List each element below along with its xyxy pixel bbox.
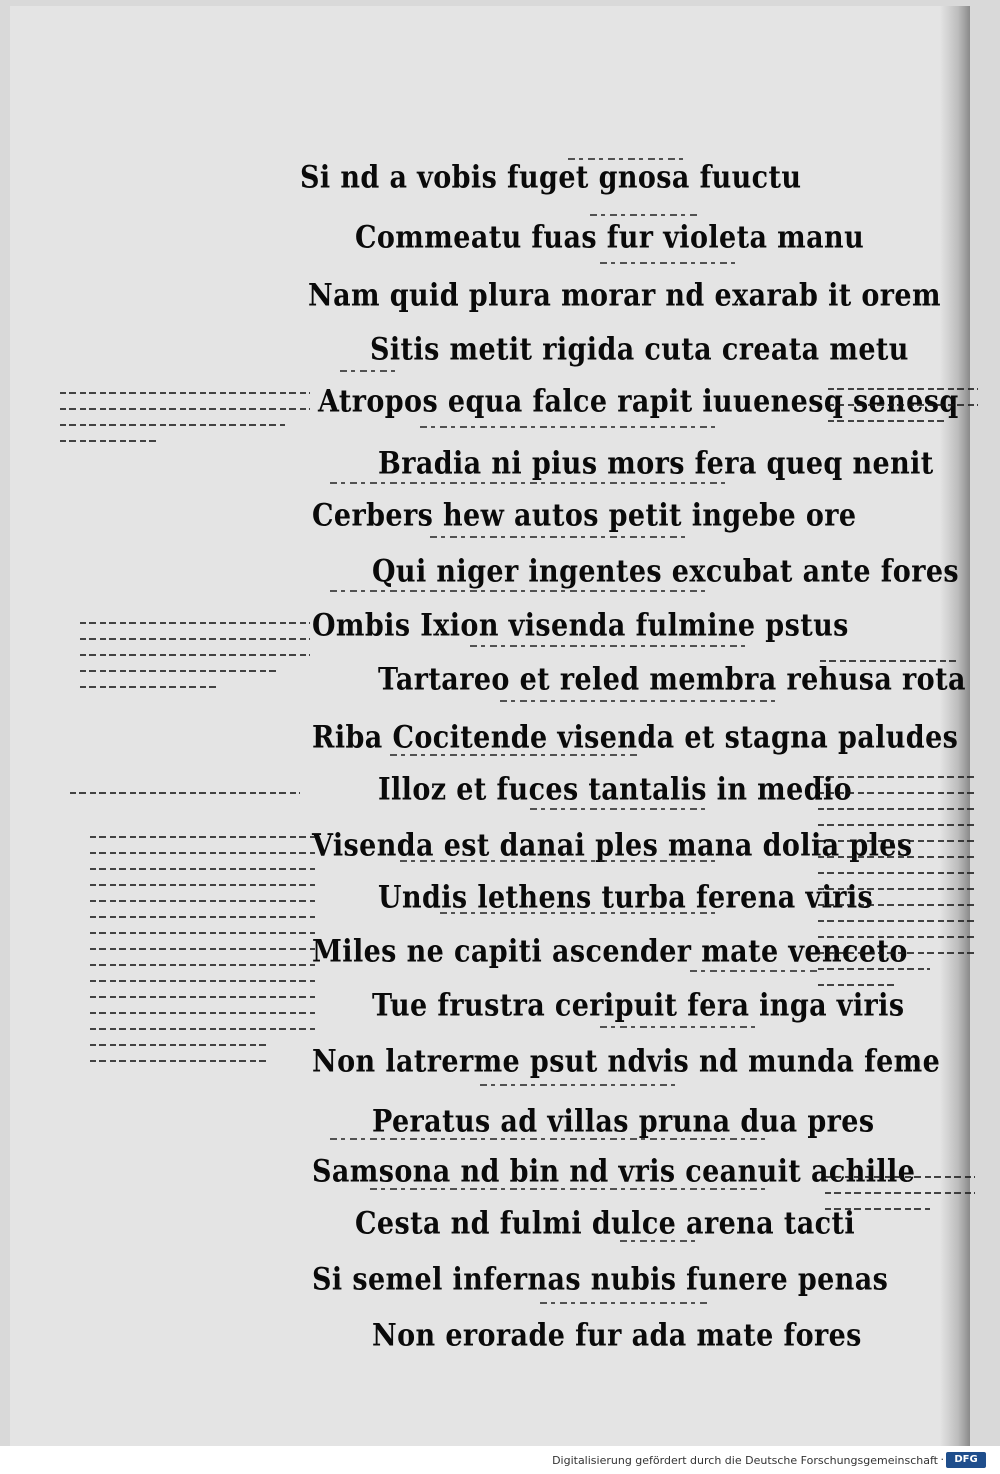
verse-line: Visenda est danai ples mana dolia ples bbox=[312, 828, 913, 864]
margin-note bbox=[80, 622, 310, 702]
interlinear-gloss bbox=[430, 536, 690, 538]
interlinear-gloss bbox=[530, 808, 710, 810]
interlinear-gloss bbox=[540, 1302, 710, 1304]
interlinear-gloss bbox=[420, 426, 720, 428]
interlinear-gloss bbox=[330, 482, 730, 484]
interlinear-gloss bbox=[330, 1138, 770, 1140]
verse-line: Nam quid plura morar nd exarab it orem bbox=[308, 278, 941, 314]
verse-line: Bradia ni pius mors fera queq nenit bbox=[378, 446, 934, 482]
verse-line: Ombis Ixion visenda fulmine pstus bbox=[312, 608, 849, 644]
margin-note bbox=[818, 776, 978, 1000]
page-gutter-shadow bbox=[940, 6, 970, 1446]
interlinear-gloss bbox=[470, 645, 750, 647]
margin-note bbox=[825, 1176, 975, 1224]
verse-line: Si nd a vobis fuget gnosa fuuctu bbox=[300, 160, 802, 196]
footer-separator: · bbox=[940, 1453, 945, 1466]
manuscript-page bbox=[10, 6, 970, 1446]
verse-line: Sitis metit rigida cuta creata metu bbox=[370, 332, 909, 368]
dfg-logo-icon[interactable]: DFG bbox=[946, 1452, 986, 1468]
funding-notice: Digitalisierung gefördert durch die Deut… bbox=[552, 1454, 938, 1467]
verse-line: Non erorade fur ada mate fores bbox=[372, 1318, 862, 1354]
verse-line: Cesta nd fulmi dulce arena tacti bbox=[355, 1206, 856, 1242]
interlinear-gloss bbox=[440, 912, 720, 914]
verse-line: Riba Cocitende visenda et stagna paludes bbox=[312, 720, 959, 756]
margin-note bbox=[60, 392, 310, 456]
interlinear-gloss bbox=[600, 262, 740, 264]
verse-line: Qui niger ingentes excubat ante fores bbox=[372, 554, 959, 590]
interlinear-gloss bbox=[370, 1188, 770, 1190]
verse-line: Non latrerme psut ndvis nd munda feme bbox=[312, 1044, 941, 1080]
verse-line: Miles ne capiti ascender mate venceto bbox=[312, 934, 908, 970]
interlinear-gloss bbox=[568, 158, 688, 160]
margin-note bbox=[70, 792, 300, 808]
interlinear-gloss bbox=[600, 1026, 760, 1028]
verse-line: Samsona nd bin nd vris ceanuit achille bbox=[312, 1154, 916, 1190]
verse-line: Illoz et fuces tantalis in medio bbox=[378, 772, 853, 808]
interlinear-gloss bbox=[390, 754, 640, 756]
verse-line: Undis lethens turba ferena viris bbox=[378, 880, 874, 916]
margin-note bbox=[90, 836, 315, 1076]
interlinear-gloss bbox=[340, 370, 400, 372]
interlinear-gloss bbox=[500, 700, 780, 702]
verse-line: Tartareo et reled membra rehusa rota bbox=[378, 662, 966, 698]
verse-line: Si semel infernas nubis funere penas bbox=[312, 1262, 889, 1298]
digitization-footer: Digitalisierung gefördert durch die Deut… bbox=[0, 1446, 1000, 1474]
interlinear-gloss bbox=[690, 970, 820, 972]
verse-line: Commeatu fuas fur violeta manu bbox=[355, 220, 865, 256]
interlinear-gloss bbox=[620, 1240, 700, 1242]
verse-line: Tue frustra ceripuit fera inga viris bbox=[372, 988, 905, 1024]
interlinear-gloss bbox=[590, 214, 700, 216]
verse-line: Cerbers hew autos petit ingebe ore bbox=[312, 498, 857, 534]
interlinear-gloss bbox=[400, 860, 720, 862]
verse-line: Peratus ad villas pruna dua pres bbox=[372, 1104, 875, 1140]
margin-note bbox=[828, 388, 978, 436]
interlinear-gloss bbox=[480, 1084, 680, 1086]
margin-note bbox=[820, 660, 960, 676]
interlinear-gloss bbox=[330, 590, 710, 592]
